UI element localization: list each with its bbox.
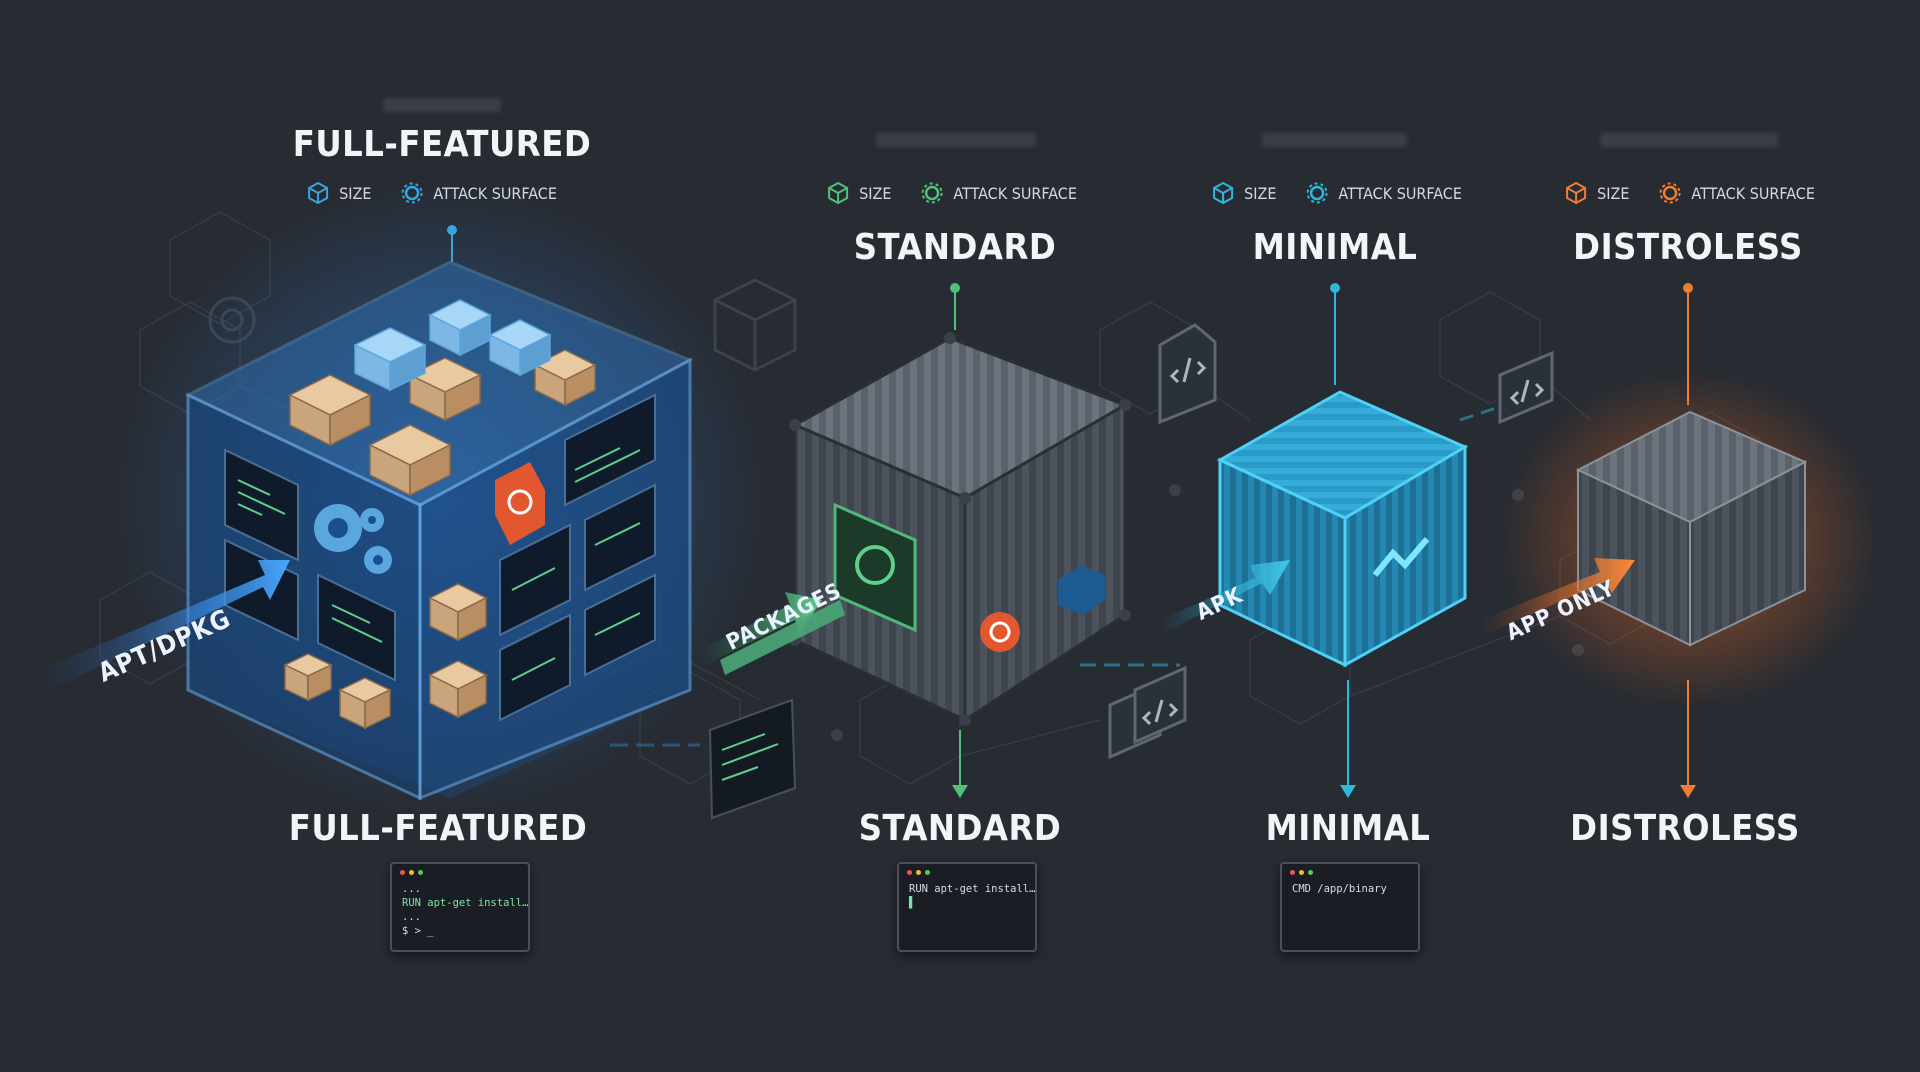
- terminal-line: ...: [402, 911, 421, 923]
- blurred-caption: [1600, 133, 1778, 147]
- blurred-caption: [383, 98, 501, 112]
- gear-icon: [1306, 182, 1328, 204]
- terminal-line: ...: [402, 883, 421, 895]
- stage-label-standard: STANDARD: [858, 808, 1062, 849]
- metrics-minimal: SIZE ATTACK SURFACE: [1210, 180, 1480, 206]
- terminal-full-featured: ... RUN apt-get install…... $ > _: [390, 862, 530, 952]
- terminal-line: RUN apt-get install…: [909, 883, 1036, 895]
- size-label: SIZE: [1244, 183, 1277, 203]
- gear-icon: [401, 182, 423, 204]
- metrics-standard: SIZE ATTACK SURFACE: [825, 180, 1095, 206]
- stage-title-full-featured: FULL-FEATURED: [292, 124, 592, 165]
- stage-label-full-featured: FULL-FEATURED: [288, 808, 588, 849]
- app-only-arrow: [1480, 558, 1635, 634]
- stage-title-minimal: MINIMAL: [1252, 227, 1418, 268]
- full-featured-container: [184, 225, 694, 801]
- packages-arrow: [700, 592, 822, 665]
- attack-surface-label: ATTACK SURFACE: [1691, 183, 1815, 203]
- cube-icon: [1213, 181, 1234, 205]
- attack-surface-label: ATTACK SURFACE: [1338, 183, 1462, 203]
- stage-label-distroless: DISTROLESS: [1570, 808, 1800, 849]
- terminal-minimal: CMD /app/binary: [1280, 862, 1420, 952]
- attack-surface-label: ATTACK SURFACE: [433, 183, 557, 203]
- apk-arrow: [1160, 560, 1290, 632]
- blurred-caption: [1262, 133, 1407, 147]
- floating-terminal: [708, 698, 797, 820]
- gear-icon: [921, 182, 943, 204]
- terminal-line: ▌: [909, 897, 916, 909]
- size-label: SIZE: [859, 183, 892, 203]
- gear-icon: [1659, 182, 1681, 204]
- terminal-standard: RUN apt-get install… ▌: [897, 862, 1037, 952]
- metrics-distroless: SIZE ATTACK SURFACE: [1563, 180, 1833, 206]
- stage-title-standard: STANDARD: [853, 227, 1057, 268]
- cube-icon: [828, 181, 849, 205]
- size-label: SIZE: [339, 183, 372, 203]
- cube-icon: [1566, 181, 1587, 205]
- stage-label-minimal: MINIMAL: [1265, 808, 1431, 849]
- metrics-full-featured: SIZE ATTACK SURFACE: [305, 180, 575, 206]
- blurred-caption: [876, 133, 1036, 147]
- terminal-line: RUN apt-get install…: [402, 897, 529, 909]
- standard-container: [789, 283, 1131, 726]
- cube-icon: [308, 181, 329, 205]
- apt-dpkg-arrow: [40, 560, 290, 690]
- size-label: SIZE: [1597, 183, 1630, 203]
- minimal-container: [1216, 283, 1469, 798]
- terminal-line: CMD /app/binary: [1292, 883, 1387, 895]
- attack-surface-label: ATTACK SURFACE: [953, 183, 1077, 203]
- distroless-container: [1575, 283, 1808, 798]
- terminal-line: $ > _: [402, 925, 434, 937]
- stage-title-distroless: DISTROLESS: [1573, 227, 1803, 268]
